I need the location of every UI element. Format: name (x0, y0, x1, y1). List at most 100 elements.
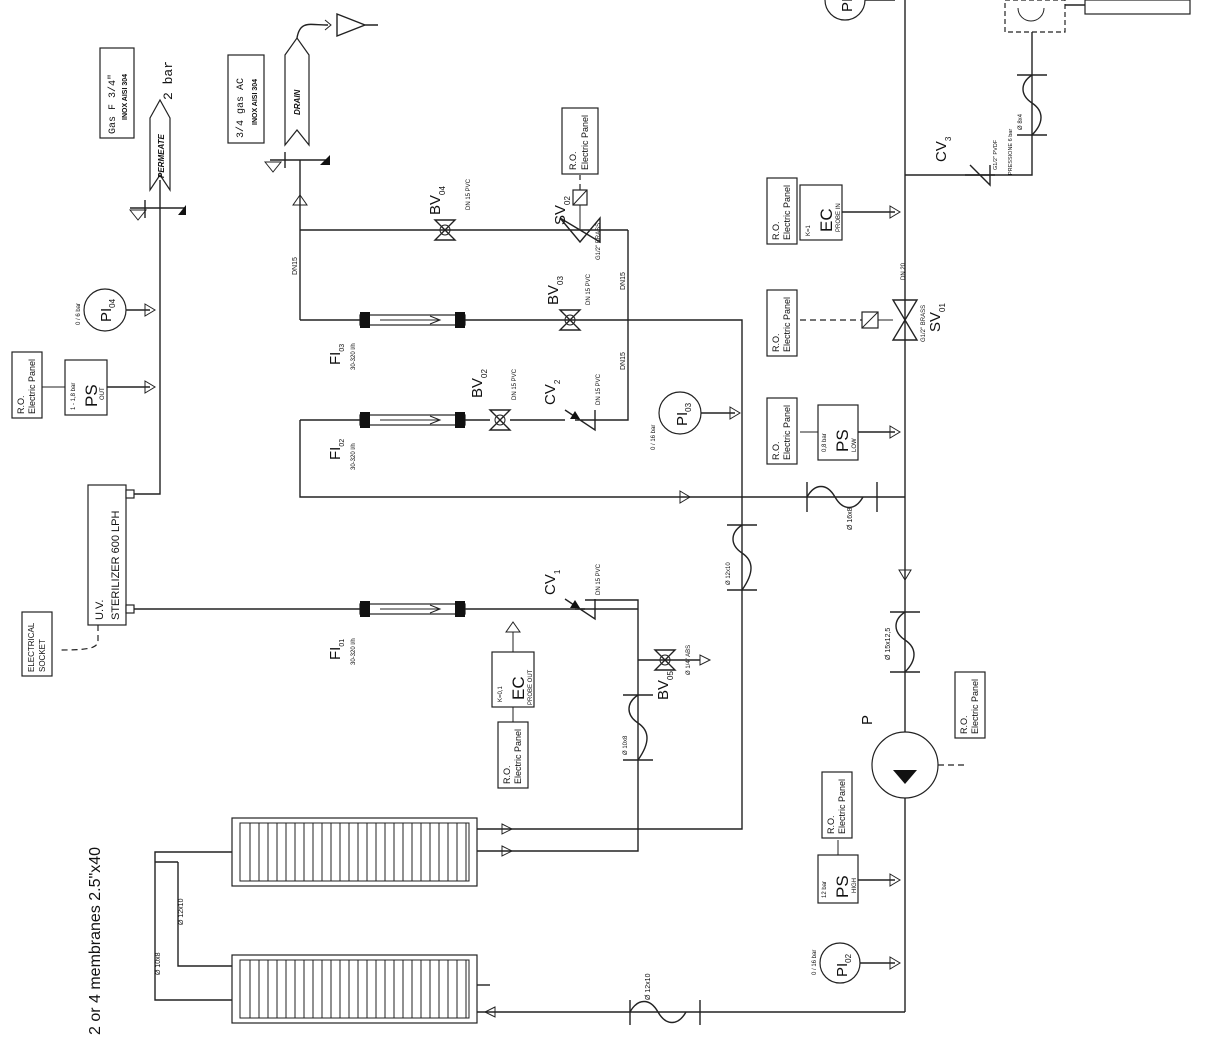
svg-text:Electric Panel: Electric Panel (782, 185, 792, 240)
svg-text:BV04: BV04 (427, 186, 447, 215)
pipe-label-d10: Ø 10x8 (155, 952, 162, 975)
electrical-socket: ELECTRICAL SOCKET (21, 611, 53, 677)
svg-text:0,8 bar: 0,8 bar (822, 433, 828, 452)
svg-text:R.O.: R.O. (16, 395, 26, 414)
svg-text:PI: PI (839, 0, 856, 12)
svg-text:DN15: DN15 (292, 257, 299, 275)
svg-text:Ø 10x8: Ø 10x8 (623, 735, 629, 755)
membranes-title: 2 or 4 membranes 2.5"x40 (87, 847, 104, 1035)
bv04-valve: BV04 DN 15 PVC (427, 178, 472, 241)
svg-text:DRAIN: DRAIN (293, 89, 302, 115)
svg-text:SV01: SV01 (927, 303, 947, 332)
svg-text:G1/2" BRASS: G1/2" BRASS (921, 305, 927, 342)
svg-text:LOW: LOW (852, 438, 858, 452)
panel-ps-low: R.O. Electric Panel (766, 397, 798, 465)
svg-text:Electric Panel: Electric Panel (837, 779, 847, 834)
fi01-flowmeter: FI01 30-320 l/h (327, 601, 466, 665)
drain-spec-box: 3/4 gas AC INOX AISI 304 (227, 54, 265, 144)
svg-text:0 / 6 bar: 0 / 6 bar (76, 303, 82, 325)
panel-sv01: R.O. Electric Panel (766, 289, 798, 357)
pi01-gauge: PI (824, 0, 866, 21)
bv05-valve: BV05 Ø 1/4" ABS (653, 645, 712, 700)
svg-text:INOX AISI 304: INOX AISI 304 (122, 74, 129, 120)
ec-out-probe: EC K=0,1 PROBE OUT (491, 651, 535, 708)
svg-text:DN 15 PVC: DN 15 PVC (596, 563, 602, 595)
svg-text:Ø 8x4: Ø 8x4 (1018, 113, 1024, 130)
svg-text:PS: PS (82, 384, 101, 407)
svg-text:OUT: OUT (100, 387, 106, 400)
permeate-spec-box: Gas F 3/4" INOX AISI 304 (99, 47, 135, 139)
svg-text:0 / 16 bar: 0 / 16 bar (812, 950, 818, 975)
svg-text:PRESSIONE 6 bar: PRESSIONE 6 bar (1008, 129, 1014, 175)
svg-text:DN 20: DN 20 (901, 262, 907, 280)
svg-text:PROBE OUT: PROBE OUT (528, 669, 534, 705)
svg-text:DN 15 PVC: DN 15 PVC (596, 373, 602, 405)
sv01-valve: SV01 G1/2" BRASS DN 20 (861, 262, 947, 342)
svg-text:R.O.: R.O. (959, 715, 969, 734)
svg-text:PS: PS (833, 875, 852, 898)
svg-text:FI02: FI02 (327, 439, 346, 460)
svg-text:CV3: CV3 (933, 136, 953, 162)
pump-tag: P (859, 715, 876, 725)
svg-text:G1/2" BRASS: G1/2" BRASS (596, 223, 602, 260)
svg-text:SV02: SV02 (552, 196, 572, 225)
svg-text:12 bar: 12 bar (822, 881, 828, 898)
svg-text:R.O.: R.O. (771, 333, 781, 352)
svg-text:Electric Panel: Electric Panel (782, 405, 792, 460)
uv-sterilizer: U.V. STERILIZER 600 LPH (87, 484, 135, 626)
svg-text:Ø 16x8: Ø 16x8 (847, 507, 854, 530)
svg-text:CV2: CV2 (542, 379, 562, 405)
svg-text:2 bar: 2 bar (161, 61, 176, 100)
cv2-check-valve: CV2 DN 15 PVC (542, 373, 602, 432)
svg-text:STERILIZER 600 LPH: STERILIZER 600 LPH (110, 511, 122, 620)
panel-ps-out: R.O. Electric Panel (11, 351, 43, 419)
svg-text:ELECTRICAL: ELECTRICAL (27, 622, 36, 672)
svg-text:K=1: K=1 (806, 224, 812, 236)
svg-text:EC: EC (509, 676, 528, 700)
svg-text:R.O.: R.O. (568, 151, 578, 170)
panel-ec-out: R.O. Electric Panel (497, 721, 529, 789)
svg-text:U.V.: U.V. (94, 600, 106, 620)
svg-text:0 / 16 bar: 0 / 16 bar (651, 425, 657, 450)
svg-text:FI03: FI03 (327, 344, 346, 365)
svg-text:R.O.: R.O. (502, 765, 512, 784)
pump: P (859, 715, 939, 799)
membrane-vessel-2 (231, 954, 478, 1024)
pi04-gauge: PI04 0 / 6 bar (76, 288, 127, 332)
cv3-check-valve: CV3 G1/2" PVDF PRESSIONE 6 bar (933, 129, 1014, 187)
svg-text:Ø 12x10: Ø 12x10 (645, 973, 652, 1000)
panel-pump: R.O. Electric Panel (954, 671, 986, 739)
svg-text:BV02: BV02 (469, 369, 489, 398)
svg-text:DN 15 PVC: DN 15 PVC (466, 178, 472, 210)
pi03-gauge: PI03 0 / 16 bar (651, 391, 702, 450)
svg-text:PI03: PI03 (674, 402, 693, 426)
panel-ec-in: R.O. Electric Panel (766, 177, 798, 245)
svg-text:CV1: CV1 (542, 569, 562, 595)
ps-high-switch: PS 12 bar HIGH (817, 854, 859, 904)
svg-text:Gas F 3/4": Gas F 3/4" (107, 74, 119, 134)
svg-text:SOCKET: SOCKET (38, 639, 47, 672)
svg-text:3/4 gas AC: 3/4 gas AC (235, 78, 247, 138)
svg-text:BV05: BV05 (655, 671, 675, 700)
svg-text:Electric Panel: Electric Panel (580, 115, 590, 170)
svg-text:1 - 1,8 bar: 1 - 1,8 bar (71, 383, 77, 410)
svg-text:30-320 l/h: 30-320 l/h (351, 638, 357, 665)
ec-in-probe: EC K=1 PROBE IN (799, 184, 843, 241)
svg-text:PERMEATE: PERMEATE (157, 133, 166, 178)
svg-text:30-320 l/h: 30-320 l/h (351, 343, 357, 370)
svg-text:30-320 l/h: 30-320 l/h (351, 443, 357, 470)
ps-out-switch: PS 1 - 1,8 bar OUT (64, 359, 108, 416)
membrane-vessel-1 (231, 817, 478, 887)
svg-text:Electric Panel: Electric Panel (27, 359, 37, 414)
svg-text:FI01: FI01 (327, 639, 346, 660)
svg-text:Ø 15x12,5: Ø 15x12,5 (885, 628, 892, 660)
svg-text:PROBE IN: PROBE IN (836, 203, 842, 232)
svg-text:R.O.: R.O. (771, 441, 781, 460)
svg-text:K=0,1: K=0,1 (498, 685, 504, 702)
svg-text:R.O.: R.O. (771, 221, 781, 240)
svg-text:PI04: PI04 (98, 298, 117, 322)
svg-text:Electric Panel: Electric Panel (782, 297, 792, 352)
panel-ps-high: R.O. Electric Panel (821, 771, 853, 839)
bv02-valve: BV02 DN 15 PVC (469, 368, 518, 431)
